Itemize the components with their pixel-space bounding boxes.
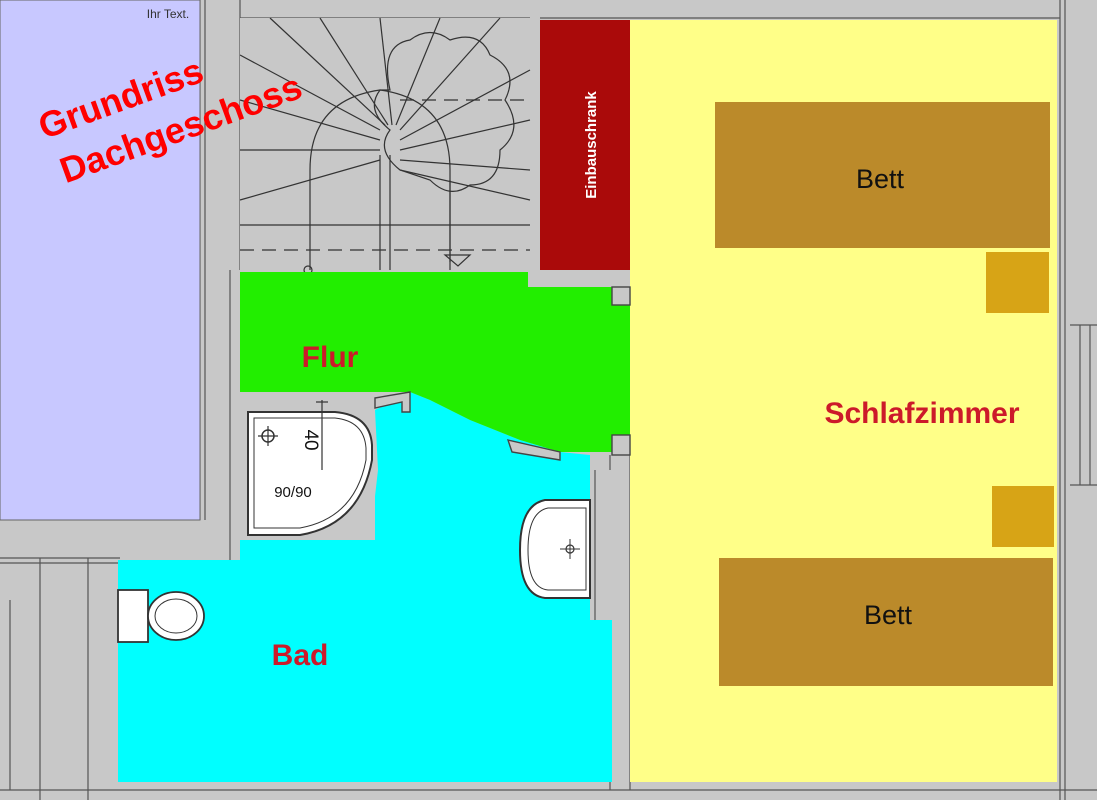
- nightstand-top: [986, 252, 1049, 313]
- toilet: [117, 589, 205, 643]
- shower-dimension: 40: [300, 429, 321, 450]
- door-frames: [374, 286, 631, 461]
- staircase: [239, 17, 531, 275]
- shower-size: 90/90: [274, 484, 312, 501]
- washbasin-wall: [590, 470, 612, 620]
- bedroom-label: Schlafzimmer: [824, 397, 1019, 430]
- hall-floor: [240, 272, 630, 452]
- bed-top-label: Bett: [856, 164, 905, 194]
- bed-bottom-label: Bett: [864, 600, 913, 630]
- closet-label: Einbauschrank: [583, 91, 600, 199]
- bath-floor: [118, 392, 612, 782]
- bath-wall-left: [240, 392, 375, 402]
- hall-label: Flur: [302, 341, 359, 374]
- shower-tray: [247, 411, 373, 536]
- placeholder-text: Ihr Text.: [147, 7, 189, 21]
- closet: [540, 20, 630, 270]
- bed-bottom: [719, 558, 1053, 686]
- bath-label: Bad: [272, 639, 329, 672]
- stair-steps: [239, 17, 531, 270]
- washbasin: [518, 499, 591, 599]
- left-room: [0, 0, 201, 521]
- shower: 90/90 40: [240, 400, 375, 540]
- nightstand-bottom: [992, 486, 1054, 547]
- shower-tray-inner: [253, 417, 367, 529]
- bed-top: [715, 102, 1050, 248]
